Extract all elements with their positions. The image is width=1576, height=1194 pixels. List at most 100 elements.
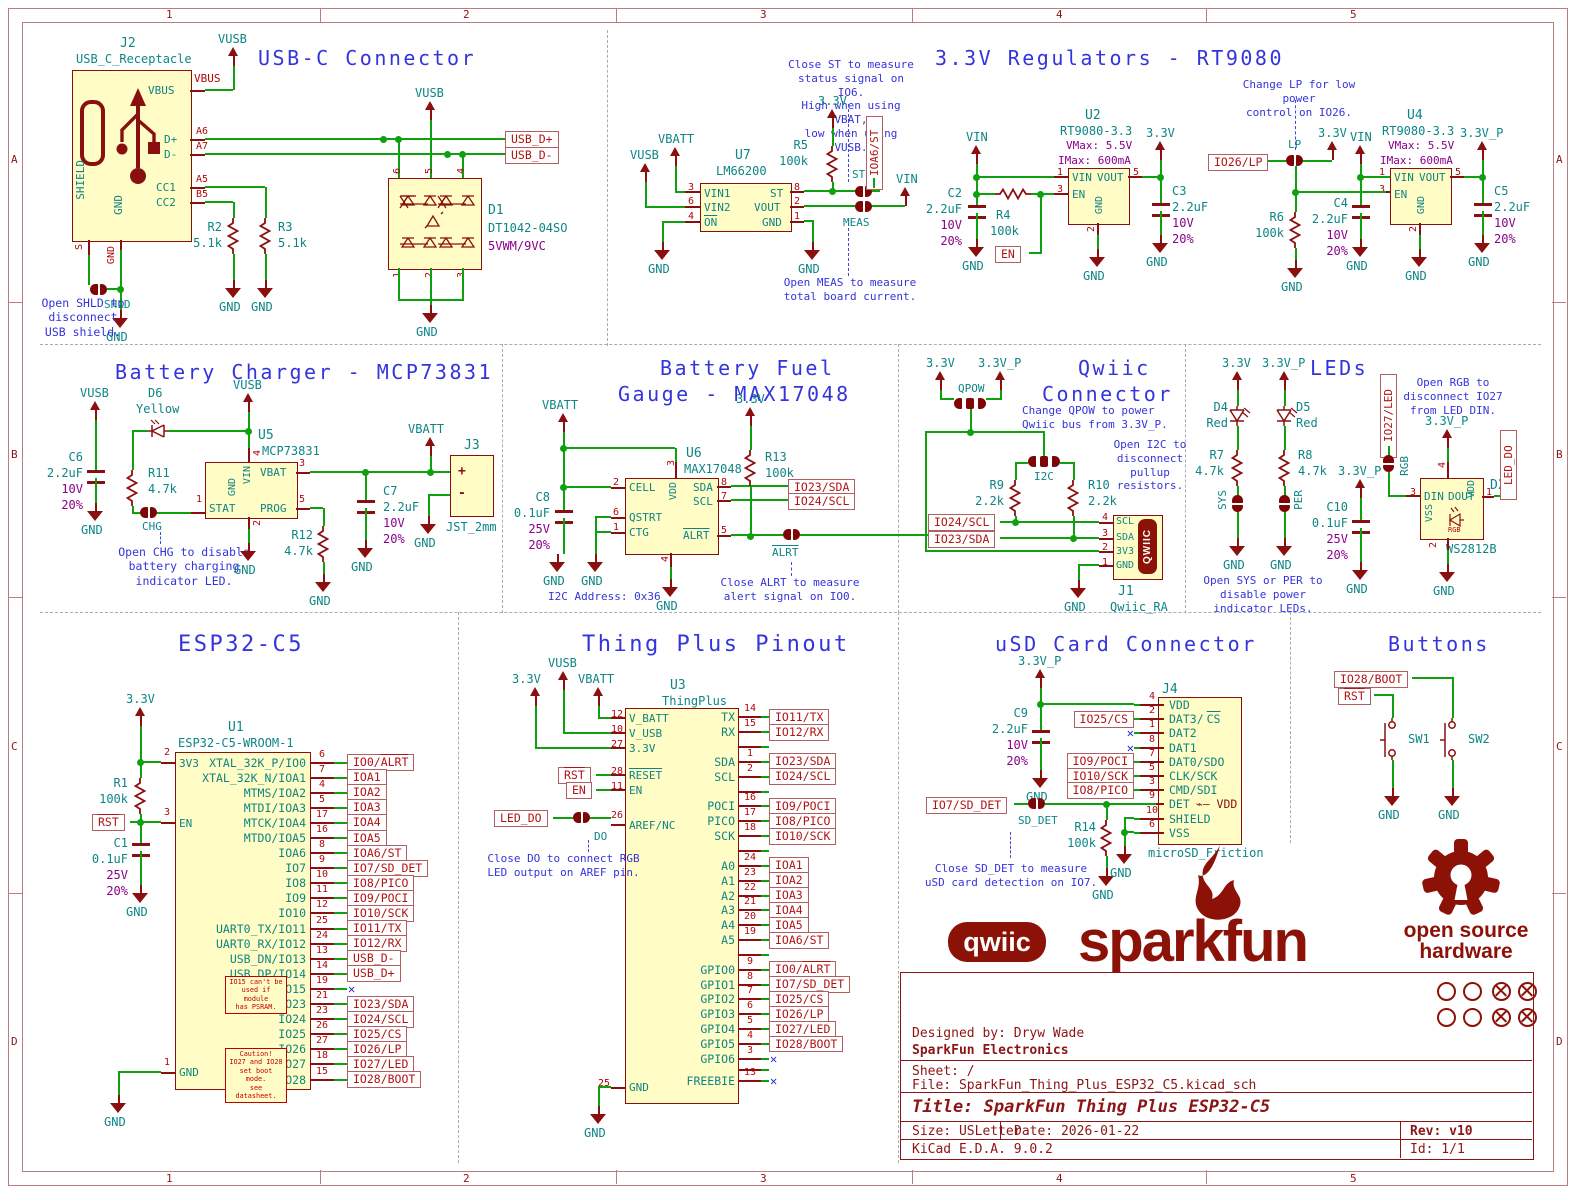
r4-resistor[interactable] <box>994 188 1032 200</box>
d5-led-icon[interactable] <box>1273 405 1298 427</box>
net-flag[interactable]: IO12/RX <box>769 723 830 741</box>
r11-resistor[interactable] <box>126 469 138 507</box>
r5-resistor[interactable] <box>826 145 838 183</box>
flag-rst[interactable]: RST <box>92 814 125 831</box>
label: QSTRT <box>629 511 663 524</box>
net-flag[interactable]: IO24/SCL <box>769 768 837 786</box>
u2-rt9080-body[interactable] <box>1068 168 1130 225</box>
net-flag[interactable]: IO12/RX <box>347 935 408 953</box>
meas-jumper[interactable] <box>855 201 872 212</box>
net-flag[interactable]: IO11/TX <box>347 920 408 938</box>
flag-io7-sddet[interactable]: IO7/SD_DET <box>926 797 1008 814</box>
net-flag[interactable]: IO7/SD_DET <box>769 976 851 994</box>
r9-resistor[interactable] <box>1009 479 1021 517</box>
wire <box>1295 166 1297 193</box>
flag-usb-dm[interactable]: USB_D- <box>505 147 559 164</box>
d1-tvs-diode-body[interactable] <box>388 178 482 270</box>
flag-usb-dp[interactable]: USB_D+ <box>505 131 559 148</box>
d6-led-icon[interactable] <box>147 419 169 439</box>
sddet-jumper[interactable] <box>1028 798 1045 809</box>
flag-led-do[interactable]: LED_DO <box>494 810 548 827</box>
graphic: A0 <box>721 858 735 873</box>
rgb-jumper[interactable] <box>1383 455 1394 472</box>
net-flag[interactable]: IO9/POCI <box>769 798 837 815</box>
net-flag[interactable]: IO24/SCL <box>347 1010 415 1028</box>
u5-mcp73831-body[interactable] <box>205 462 298 519</box>
net-flag[interactable]: IOA4 <box>769 901 809 919</box>
st-jumper[interactable] <box>855 186 872 197</box>
flag-en[interactable]: EN <box>995 246 1021 263</box>
d4-led-icon[interactable] <box>1226 405 1251 427</box>
net-flag[interactable]: IO27/LED <box>769 1020 837 1038</box>
shld-jumper[interactable] <box>90 284 107 295</box>
r8-resistor[interactable] <box>1278 449 1290 487</box>
do-jumper[interactable] <box>573 812 590 823</box>
r12-resistor[interactable] <box>317 525 329 563</box>
wire <box>462 268 464 300</box>
net-flag[interactable]: IO28/BOOT <box>769 1035 844 1053</box>
j2-usb-connector-body[interactable] <box>72 70 192 242</box>
graphic: 2 <box>1148 705 1156 717</box>
flag-io28-boot[interactable]: IO28/BOOT <box>1334 671 1409 688</box>
net-flag[interactable]: IO8/PICO <box>347 874 415 892</box>
sys-jumper[interactable] <box>1232 495 1243 512</box>
net-flag[interactable]: IO10/SCK <box>347 905 415 922</box>
net-flag[interactable]: IOA5 <box>347 829 387 847</box>
r13-resistor[interactable] <box>744 449 756 487</box>
flag-io24-scl[interactable]: IO24/SCL <box>788 493 856 510</box>
flag-io23-sda[interactable]: IO23/SDA <box>788 479 856 496</box>
label: ESP32-C5 <box>178 632 304 657</box>
alrt-jumper[interactable] <box>783 529 800 540</box>
u3-thingplus-body[interactable] <box>625 708 739 1104</box>
net-flag[interactable]: IO0/ALRT <box>769 961 837 979</box>
sw1-button[interactable] <box>1379 717 1406 761</box>
flag-en[interactable]: EN <box>566 782 592 799</box>
r6-resistor[interactable] <box>1289 211 1301 249</box>
flag-io26-lp[interactable]: IO26/LP <box>1208 154 1269 171</box>
net-flag[interactable]: IO23/SDA <box>769 753 837 771</box>
net-flag[interactable]: IO10/SCK <box>769 827 837 845</box>
j4-pin-row: ✕ 8 DAT1 <box>1026 734 1346 755</box>
lp-jumper[interactable] <box>1286 155 1303 166</box>
net-flag[interactable]: USB_D+ <box>347 965 401 983</box>
chg-jumper[interactable] <box>140 507 157 518</box>
wire <box>140 726 142 763</box>
net-flag[interactable]: IO0/ALRT <box>347 754 415 772</box>
wire <box>553 817 573 819</box>
oshw-cert-circle-x <box>1518 982 1537 1001</box>
j3-battery-connector-body[interactable] <box>450 455 494 517</box>
net-flag[interactable]: IO28/BOOT <box>347 1071 422 1088</box>
net-flag[interactable]: IOA1 <box>769 857 809 875</box>
flag-led-do[interactable]: LED_DO <box>1500 430 1517 500</box>
r10-resistor[interactable] <box>1067 479 1079 517</box>
net-flag[interactable]: IO8/PICO <box>1066 781 1134 799</box>
qpow-jumper[interactable] <box>954 398 986 409</box>
wire <box>598 1086 600 1106</box>
j4-microsd-body[interactable] <box>1158 697 1242 845</box>
per-jumper[interactable] <box>1279 495 1290 512</box>
i2c-jumper[interactable] <box>1028 456 1060 467</box>
flag-io23-sda[interactable]: IO23/SDA <box>928 531 996 548</box>
r2-resistor[interactable] <box>227 217 239 255</box>
sw2-button[interactable] <box>1439 717 1466 761</box>
u6-max17048-body[interactable] <box>625 478 719 555</box>
graphic: USB_DN/IO13 <box>229 951 306 966</box>
u1-pin-row: MTMS/IOA2 4 IOA2 <box>175 779 615 802</box>
net-flag[interactable]: IO10/SCK <box>1066 767 1134 785</box>
net-flag[interactable]: IO25/CS <box>347 1025 408 1043</box>
r3-resistor[interactable] <box>259 217 271 255</box>
net-flag[interactable]: IO25/CS <box>1073 710 1134 728</box>
net-flag[interactable]: IOA5 <box>769 916 809 934</box>
u4-rt9080-body[interactable] <box>1390 168 1452 225</box>
u7-lm66200-body[interactable] <box>700 183 792 232</box>
flag-io24-scl[interactable]: IO24/SCL <box>928 514 996 531</box>
r14-resistor[interactable] <box>1100 819 1112 857</box>
label: SYS <box>1216 490 1229 510</box>
r1-resistor[interactable] <box>134 777 146 815</box>
net-flag[interactable]: IO8/PICO <box>769 812 837 830</box>
r7-resistor[interactable] <box>1231 449 1243 487</box>
flag-rst[interactable]: RST <box>1338 688 1371 705</box>
net-flag[interactable]: IO9/POCI <box>347 889 415 907</box>
wire <box>812 221 814 242</box>
net-flag[interactable]: IOA6/ST <box>769 931 830 949</box>
